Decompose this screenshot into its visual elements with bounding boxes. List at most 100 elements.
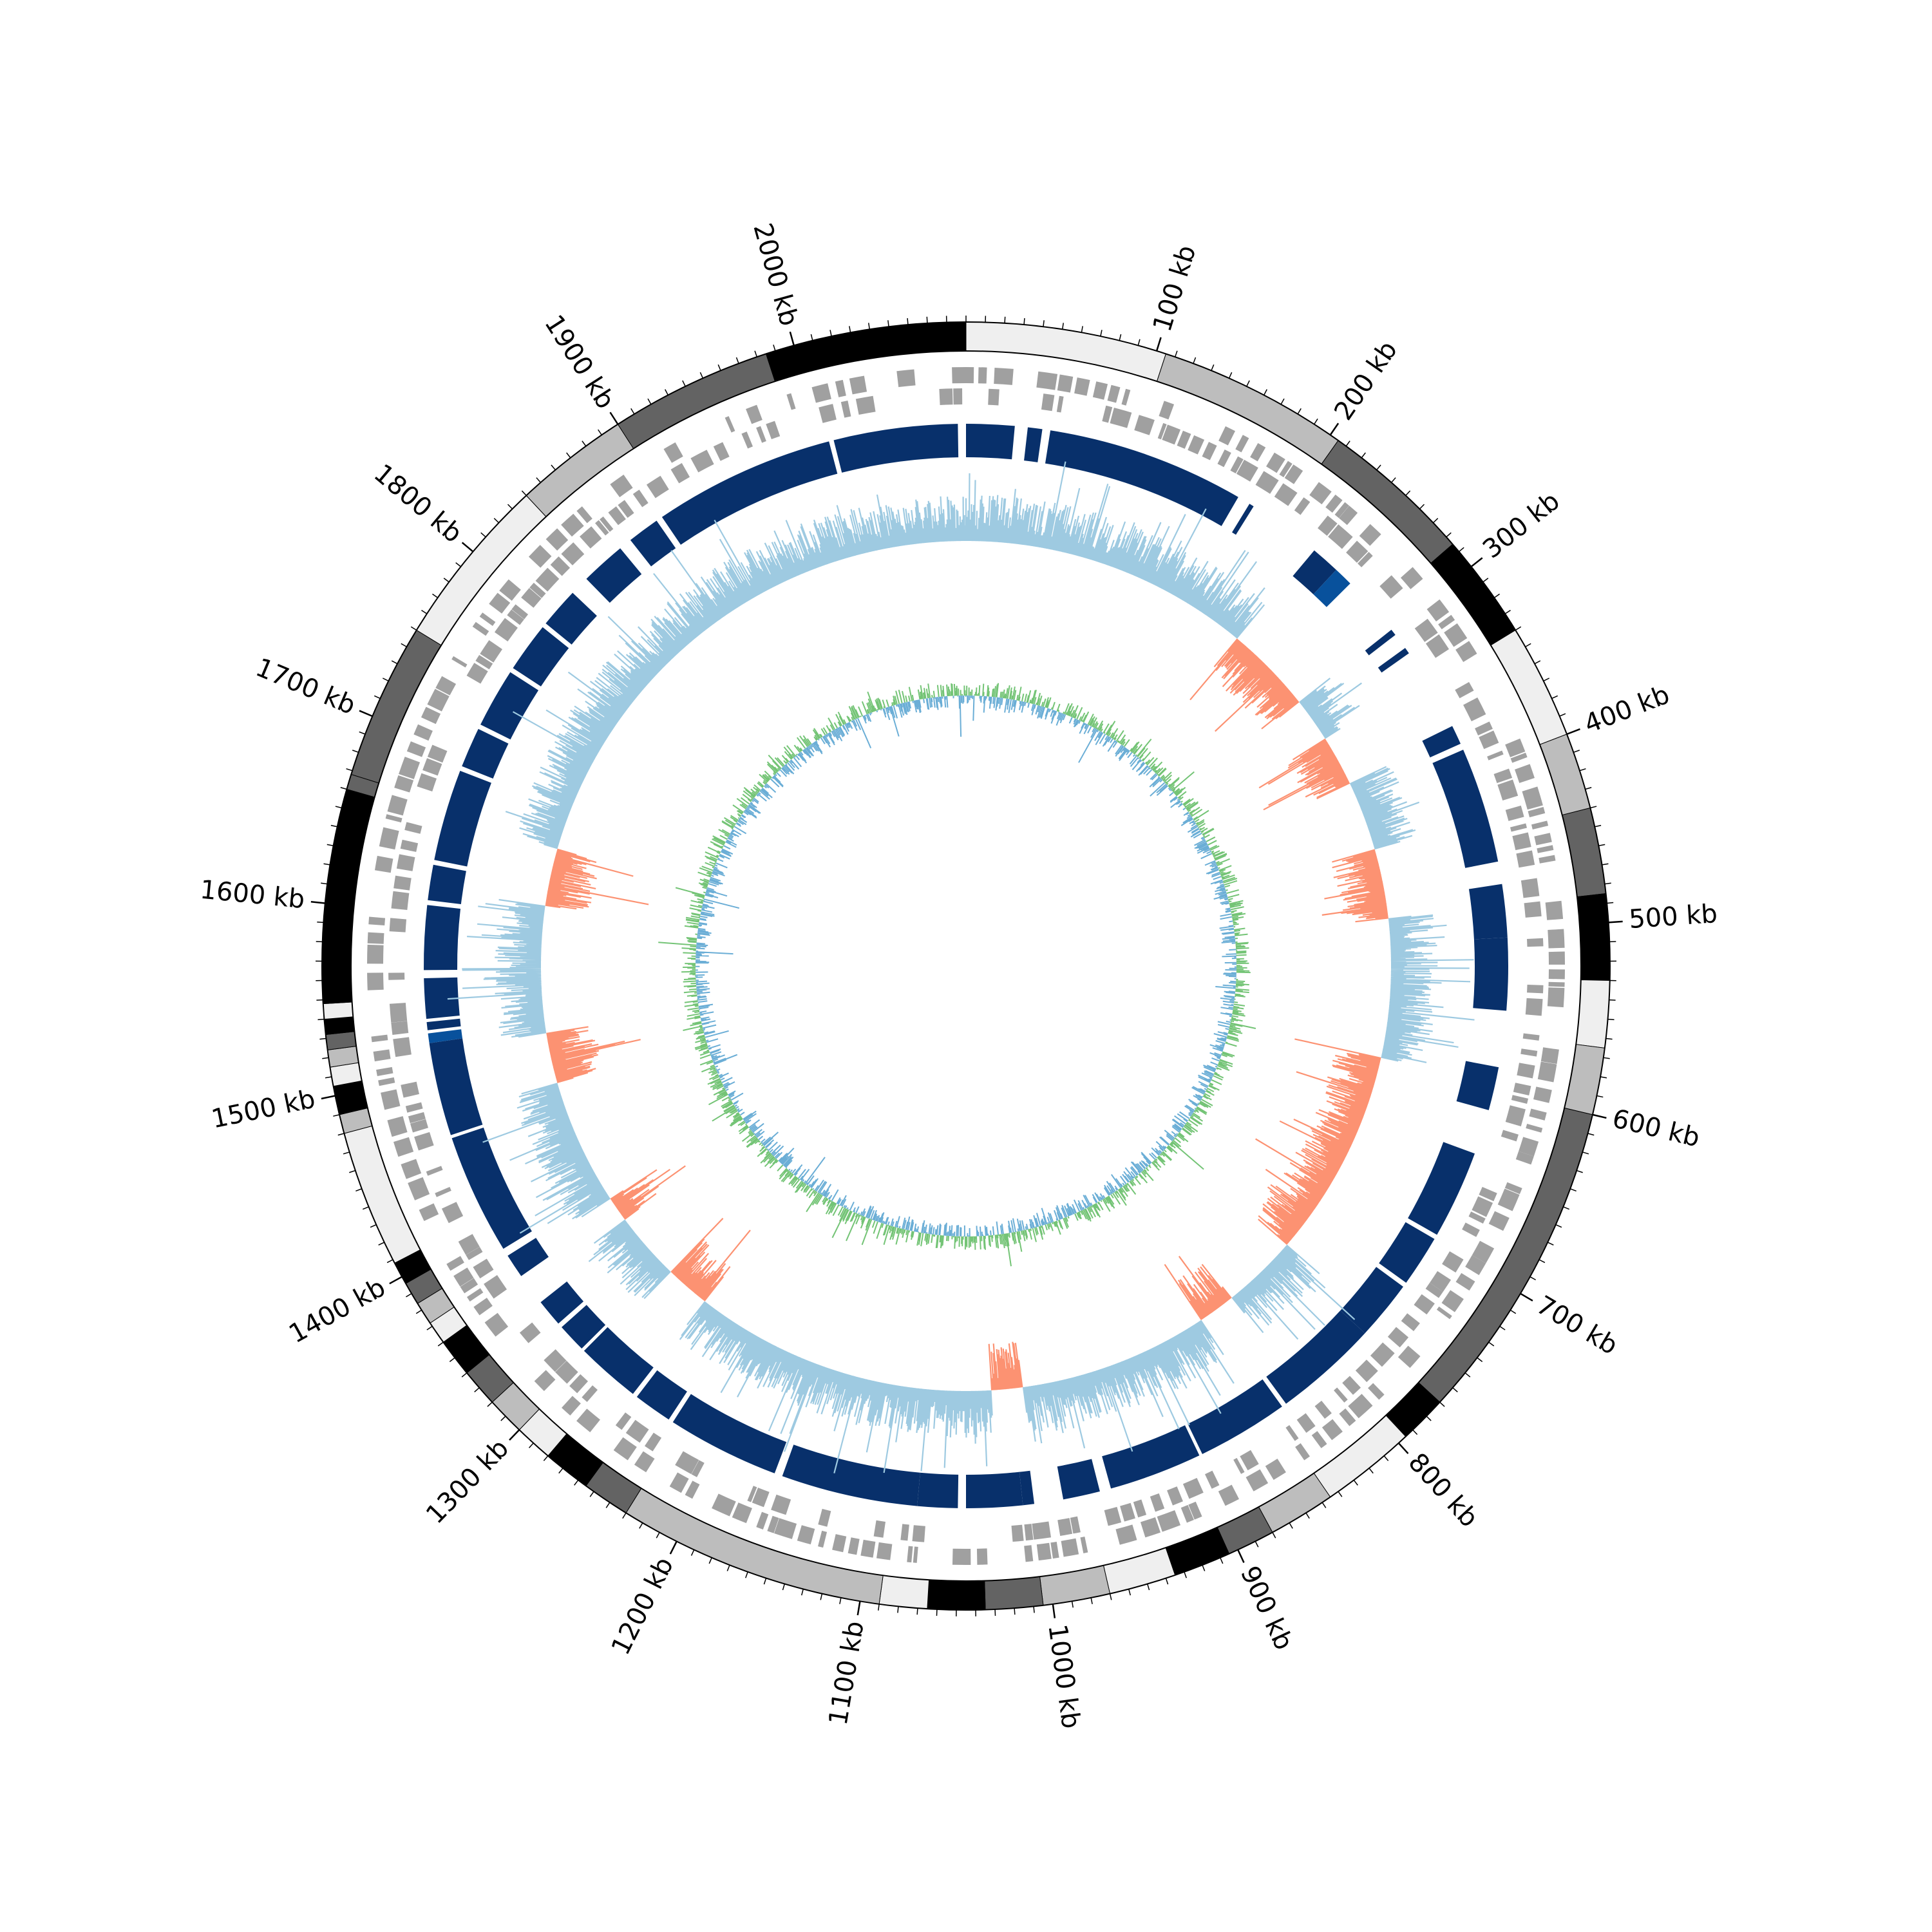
minor-tick	[1184, 1571, 1187, 1578]
minor-tick	[536, 477, 542, 483]
minor-tick	[1137, 339, 1141, 346]
minor-tick	[1539, 1259, 1546, 1264]
minor-tick	[717, 364, 721, 371]
minor-tick	[1280, 398, 1285, 405]
major-tick	[389, 1276, 402, 1285]
gene-feature	[387, 795, 408, 816]
minor-tick	[690, 1549, 695, 1556]
minor-tick	[317, 1018, 325, 1021]
blast-hit	[966, 1472, 1023, 1508]
gene-feature	[966, 367, 974, 384]
gene-feature	[1024, 1545, 1034, 1562]
tick-label: 300 kb	[1477, 486, 1565, 564]
gene-feature	[1497, 1188, 1520, 1211]
minor-tick	[735, 357, 739, 364]
gene-feature	[912, 1525, 925, 1542]
gene-feature	[724, 416, 735, 433]
blast-hit	[833, 424, 959, 473]
minor-tick	[327, 844, 334, 846]
gene-feature	[994, 368, 1014, 385]
contig-segment	[1539, 734, 1591, 816]
minor-tick	[1543, 677, 1550, 682]
gene-feature	[1472, 1240, 1495, 1264]
contig-segment	[927, 1579, 986, 1611]
contig-segment	[1577, 893, 1611, 981]
tick-label: 500 kb	[1628, 899, 1718, 934]
gene-feature	[1245, 1469, 1269, 1492]
minor-tick	[1459, 547, 1464, 553]
gene-feature	[472, 621, 489, 636]
gene-feature	[1355, 1359, 1378, 1383]
contig-segment	[878, 1575, 930, 1609]
contig-segment	[321, 788, 375, 991]
contig-segment	[1258, 1472, 1331, 1533]
minor-tick	[1582, 1151, 1589, 1155]
minor-tick	[582, 440, 587, 447]
gene-feature	[976, 1548, 988, 1565]
minor-tick	[1383, 1455, 1389, 1461]
minor-tick	[773, 345, 776, 352]
gene-feature	[499, 579, 521, 601]
minor-tick	[1220, 1557, 1224, 1564]
gene-feature	[1233, 1457, 1245, 1474]
gene-feature	[1177, 430, 1191, 449]
minor-tick	[359, 731, 366, 735]
gene-feature	[400, 839, 419, 852]
gene-feature	[939, 388, 953, 405]
minor-tick	[521, 490, 527, 496]
blast-hit	[1188, 1379, 1282, 1454]
gene-feature	[1455, 681, 1474, 699]
gene-feature	[404, 822, 422, 834]
blast-hit	[1432, 750, 1499, 868]
gene-feature	[529, 582, 546, 598]
gene-feature	[1011, 1524, 1024, 1542]
major-tick	[509, 1429, 520, 1441]
gene-feature	[1539, 855, 1556, 864]
gene-feature	[1284, 464, 1303, 484]
major-tick	[1397, 1442, 1409, 1454]
minor-tick	[1452, 1387, 1458, 1392]
tick-label: 2000 kb	[747, 220, 804, 329]
major-tick	[310, 901, 325, 904]
gene-feature	[1274, 483, 1298, 506]
minor-tick	[1493, 593, 1500, 598]
gene-feature	[1346, 540, 1368, 563]
gene-feature	[1524, 901, 1542, 918]
gene-feature	[1548, 951, 1565, 965]
minor-tick	[1595, 824, 1602, 828]
gene-feature	[1414, 1294, 1435, 1315]
tick-label: 1200 kb	[606, 1553, 679, 1660]
gene-feature	[873, 1520, 886, 1538]
minor-tick	[878, 1604, 880, 1611]
gene-feature	[952, 367, 966, 384]
minor-tick	[480, 532, 486, 538]
minor-tick	[321, 882, 328, 885]
minor-tick	[507, 504, 513, 509]
minor-tick	[1043, 320, 1045, 327]
gene-feature	[1024, 1524, 1034, 1541]
blast-hit	[540, 1281, 584, 1324]
blast-hit	[507, 1238, 549, 1276]
minor-tick	[1264, 389, 1267, 395]
gene-feature	[479, 612, 496, 627]
tick-label: 1500 kb	[209, 1084, 317, 1135]
minor-tick	[622, 1512, 627, 1519]
gene-feature	[1528, 807, 1546, 818]
gene-feature	[1321, 1419, 1343, 1441]
minor-tick	[346, 768, 353, 772]
gene-feature	[1265, 1458, 1286, 1480]
tick-label: 1700 kb	[251, 652, 359, 721]
minor-tick	[335, 806, 342, 809]
minor-tick	[630, 408, 635, 415]
gene-feature	[1133, 1499, 1147, 1518]
minor-tick	[839, 1597, 842, 1604]
minor-tick	[474, 1387, 480, 1392]
contig-segment	[323, 1016, 355, 1036]
gene-feature	[752, 1487, 770, 1508]
gene-feature	[507, 609, 524, 625]
gene-feature	[1309, 482, 1332, 505]
major-tick	[1052, 1604, 1056, 1618]
minor-tick	[333, 1114, 340, 1117]
minor-tick	[319, 1037, 327, 1040]
minor-tick	[449, 1357, 455, 1362]
